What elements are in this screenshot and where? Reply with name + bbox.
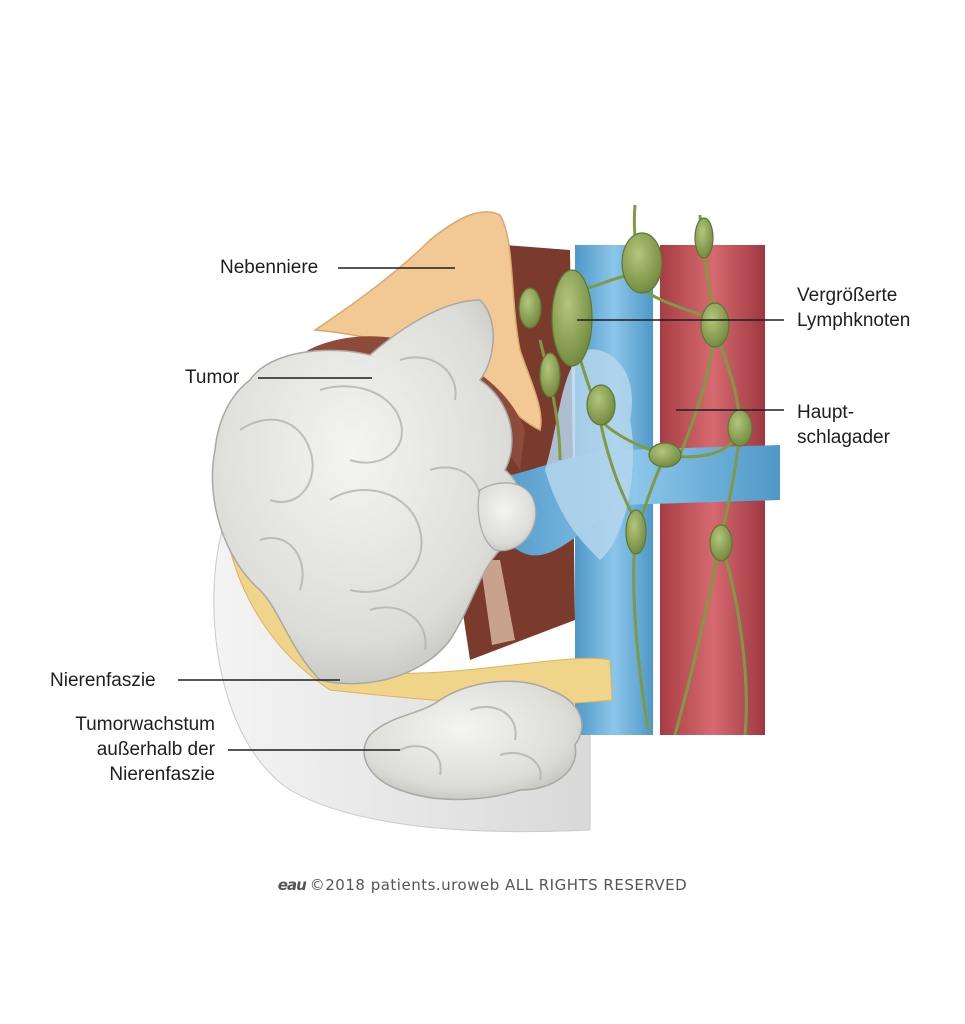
label-extrafascial-line2: außerhalb der bbox=[96, 739, 215, 760]
label-lymph-nodes-line2: Lymphknoten bbox=[797, 310, 911, 331]
label-extrafascial-line1: Tumorwachstum bbox=[75, 714, 215, 735]
label-extrafascial-line3: Nierenfaszie bbox=[109, 764, 215, 785]
extrafascial-folds bbox=[399, 705, 542, 781]
label-extrafascial-tumor: Tumorwachstum außerhalb der Nierenfaszie bbox=[55, 712, 215, 787]
label-adrenal-gland: Nebenniere bbox=[220, 257, 319, 278]
label-aorta-line1: Haupt- bbox=[797, 402, 855, 423]
label-aorta: Haupt- schlagader bbox=[797, 400, 890, 450]
enlarged-lymph-nodes bbox=[518, 217, 753, 562]
copyright-footer: eau©2018 patients.uroweb ALL RIGHTS RESE… bbox=[0, 876, 965, 894]
label-lymph-nodes-line1: Vergrößerte bbox=[797, 285, 898, 306]
extrafascial-tumor bbox=[363, 680, 583, 801]
ureter bbox=[480, 560, 515, 645]
copyright-text: ©2018 patients.uroweb ALL RIGHTS RESERVE… bbox=[309, 876, 688, 894]
label-aorta-line2: schlagader bbox=[797, 427, 890, 448]
tumor-folds bbox=[239, 356, 482, 651]
leader-lines bbox=[178, 267, 784, 751]
eau-logo: eau bbox=[277, 876, 307, 894]
label-lymph-nodes: Vergrößerte Lymphknoten bbox=[797, 283, 910, 333]
tumor-lobe bbox=[477, 482, 537, 552]
label-renal-fascia: Nierenfaszie bbox=[50, 670, 156, 691]
label-tumor: Tumor bbox=[185, 367, 240, 388]
